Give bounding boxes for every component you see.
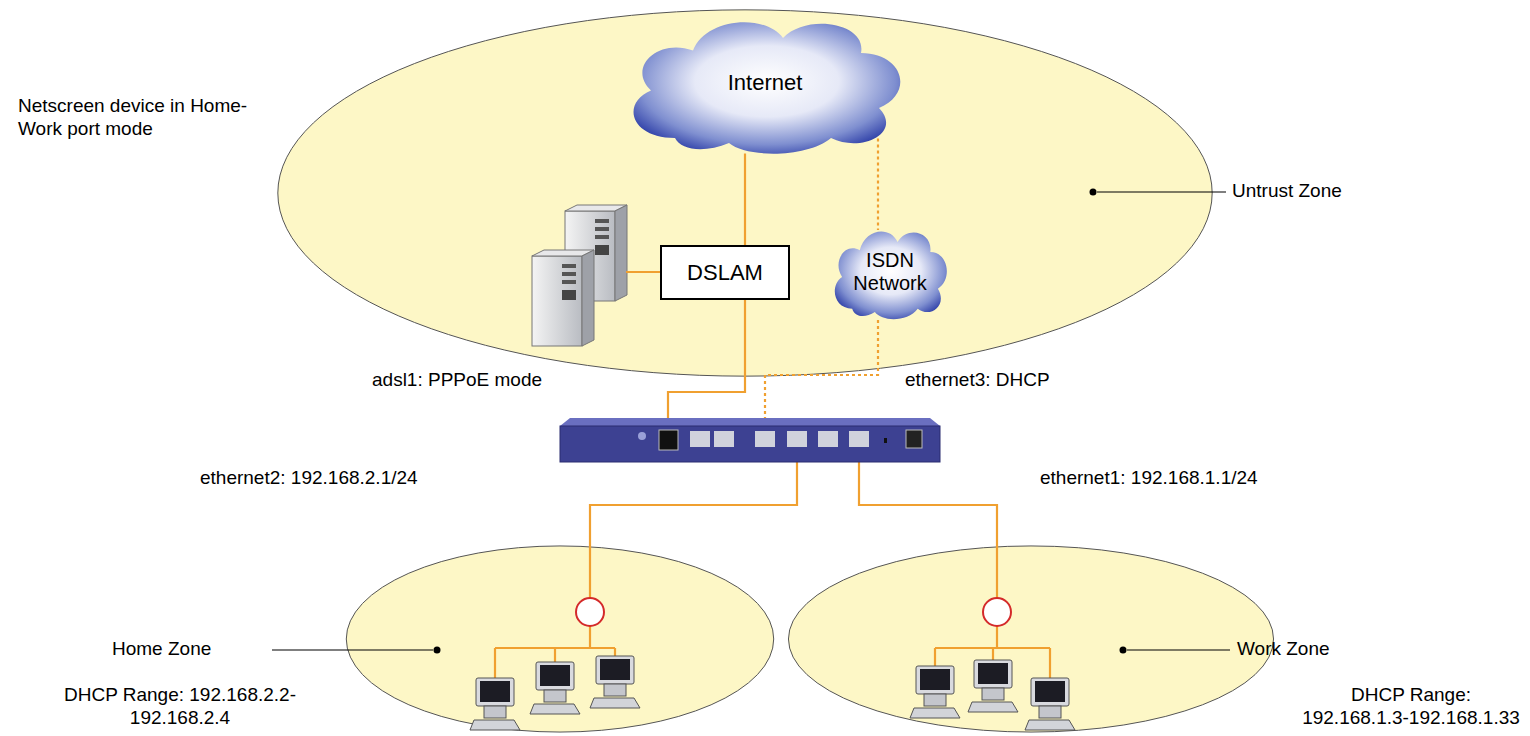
port-label: ethernet1: 192.168.1.1/24 [1040, 467, 1258, 490]
diagram-title: Netscreen device in Home-Work port mode [18, 95, 258, 141]
netscreen-device [560, 418, 940, 462]
zone-name: Work Zone [1237, 638, 1330, 660]
zone-ellipse: Untrust ZoneInternetDSLAMISDN Network [275, 8, 1215, 378]
port-label: ethernet2: 192.168.2.1/24 [200, 467, 418, 490]
zone-outline [278, 10, 1212, 376]
node-label: DSLAM [687, 260, 763, 285]
dhcp-range-label: DHCP Range: 192.168.1.3-192.168.1.33 [1296, 684, 1526, 730]
network-cloud: ISDN Network [827, 222, 953, 322]
ellipse-shape [275, 8, 1215, 378]
cloud-outline [634, 22, 901, 154]
device-box: DSLAM [660, 245, 790, 300]
zone-name: Untrust Zone [1232, 180, 1342, 202]
zone-ellipse: Home Zone [345, 545, 775, 733]
zone-ellipse: Work Zone [787, 545, 1275, 733]
node-label: ISDN Network [840, 249, 940, 295]
node-label: Internet [728, 70, 803, 95]
port-label: adsl1: PPPoE mode [372, 369, 542, 392]
network-cloud: Internet [615, 8, 915, 158]
ellipse-shape [787, 545, 1275, 733]
port-label: ethernet3: DHCP [905, 369, 1050, 392]
zone-name: Home Zone [112, 638, 211, 660]
ellipse-shape [345, 545, 775, 733]
dhcp-range-label: DHCP Range: 192.168.2.2-192.168.2.4 [55, 684, 305, 730]
zone-outline [788, 546, 1273, 732]
cloud-outline [835, 231, 947, 319]
zone-outline [346, 546, 773, 732]
